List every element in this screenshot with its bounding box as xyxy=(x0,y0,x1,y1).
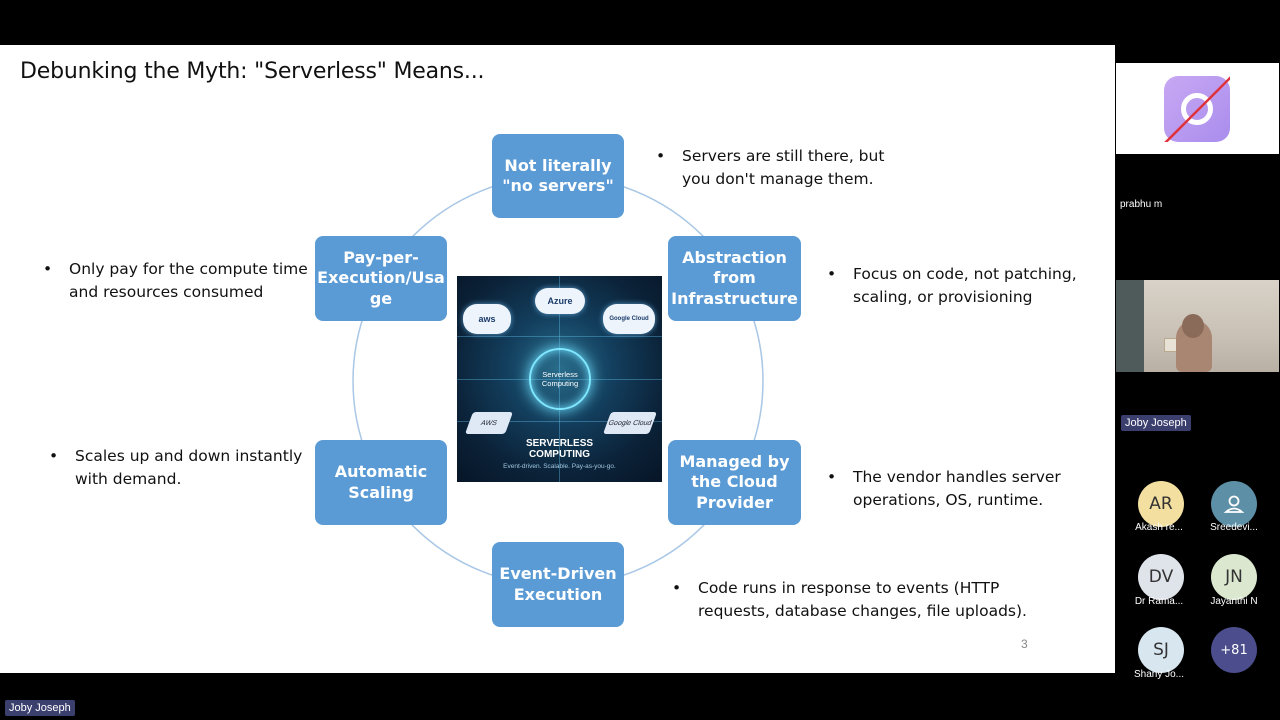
bullet-top-right: • Focus on code, not patching, scaling, … xyxy=(827,263,1077,310)
node-not-literally-no-servers: Not literally"no servers" xyxy=(492,134,624,218)
video-name-tag: Joby Joseph xyxy=(1121,415,1191,431)
serverless-core: Serverless Computing xyxy=(529,348,591,410)
google-cloud-tile: Google Cloud xyxy=(602,412,658,434)
node-line: the Cloud xyxy=(691,472,778,492)
bullet-line: with demand. xyxy=(75,470,182,489)
node-line: Not literally xyxy=(504,155,612,175)
node-line: Provider xyxy=(696,492,773,512)
node-line: Execution xyxy=(513,584,603,604)
bullet-line: Scales up and down instantly xyxy=(75,447,303,465)
person-icon xyxy=(1223,495,1245,513)
bullet-line: Only pay for the compute time xyxy=(69,260,308,278)
bullet-dot: • xyxy=(672,579,682,597)
presenter-name-tag: Joby Joseph xyxy=(5,700,75,716)
node-line: Automatic xyxy=(334,462,428,482)
bullet-dot: • xyxy=(827,265,837,283)
aws-tile: AWS xyxy=(464,412,514,434)
bullet-dot: • xyxy=(43,260,53,278)
avatar-name: Shany Jo... xyxy=(1133,669,1185,680)
avatar-name: Akash re... xyxy=(1135,522,1183,533)
bullet-bottom-left: • Scales up and down instantly with dema… xyxy=(49,445,303,492)
serverless-illustration: aws Azure Google Cloud Serverless Comput… xyxy=(457,276,662,482)
node-line: from xyxy=(713,268,756,288)
slide-title: Debunking the Myth: "Serverless" Means..… xyxy=(20,59,485,84)
bullet-bottom: • Code runs in response to events (HTTP … xyxy=(672,577,1027,624)
bullet-dot: • xyxy=(656,147,666,165)
bullet-line: you don't manage them. xyxy=(682,170,874,189)
bullet-line: Focus on code, not patching, xyxy=(853,265,1077,283)
camera-off-icon xyxy=(1164,76,1230,142)
avatar-sj[interactable]: SJ xyxy=(1138,627,1184,673)
participant-video[interactable] xyxy=(1116,280,1279,372)
bullet-dot: • xyxy=(827,468,837,486)
bullet-top: • Servers are still there, but you don't… xyxy=(656,145,885,192)
avatar-jn[interactable]: JN xyxy=(1211,554,1257,600)
hero-subtitle: Event-driven. Scalable. Pay-as-you-go. xyxy=(503,463,616,470)
azure-cloud-icon: Azure xyxy=(535,288,585,314)
slide-number: 3 xyxy=(1021,637,1028,651)
participant-name: prabhu m xyxy=(1120,199,1163,210)
bullet-line: Servers are still there, but xyxy=(682,147,885,165)
node-line: Execution/Usa xyxy=(317,268,445,288)
aws-cloud-icon: aws xyxy=(463,304,511,334)
node-line: ge xyxy=(369,288,393,308)
node-line: Managed by xyxy=(679,451,790,471)
more-participants-button[interactable]: +81 xyxy=(1211,627,1257,673)
hero-label: SERVERLESS COMPUTING xyxy=(525,438,594,460)
node-line: Abstraction xyxy=(682,247,787,267)
bullet-line: operations, OS, runtime. xyxy=(853,491,1044,510)
avatar-ar[interactable]: AR xyxy=(1138,481,1184,527)
avatar-name: Jayanthi N xyxy=(1210,596,1258,607)
node-line: Infrastructure xyxy=(671,288,798,308)
bullet-dot: • xyxy=(49,447,59,465)
bullet-line: requests, database changes, file uploads… xyxy=(698,602,1027,621)
bullet-bottom-right: • The vendor handles server operations, … xyxy=(827,466,1061,513)
node-line: Event-Driven xyxy=(499,564,617,584)
bullet-line: Code runs in response to events (HTTP xyxy=(698,579,1000,597)
bullet-line: scaling, or provisioning xyxy=(853,288,1033,307)
avatar-sreedevi[interactable] xyxy=(1211,481,1257,527)
node-line: Scaling xyxy=(348,482,414,502)
bullet-top-left: • Only pay for the compute time and reso… xyxy=(43,258,308,305)
bullet-line: The vendor handles server xyxy=(853,468,1061,486)
node-line: "no servers" xyxy=(502,176,614,195)
avatar-name: Dr Rama... xyxy=(1134,596,1184,607)
avatar-name: Sreedevi... xyxy=(1210,522,1258,533)
node-line: Pay-per- xyxy=(343,247,419,267)
presentation-slide: Debunking the Myth: "Serverless" Means..… xyxy=(0,45,1115,673)
bullet-line: and resources consumed xyxy=(69,283,264,302)
google-cloud-icon: Google Cloud xyxy=(603,304,655,334)
avatar-dv[interactable]: DV xyxy=(1138,554,1184,600)
